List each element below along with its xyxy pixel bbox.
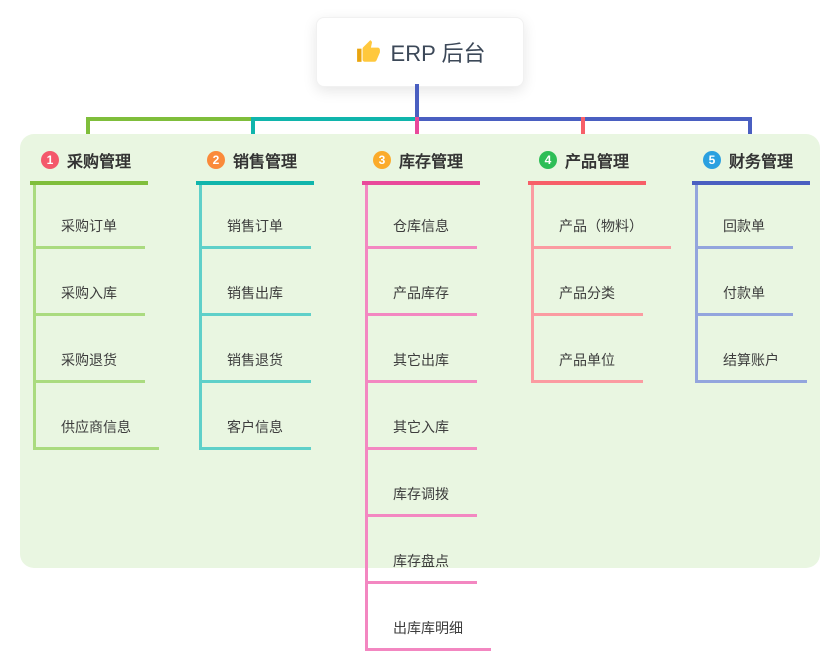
branch-product: 4 产品管理 产品（物料） 产品分类 产品单位 xyxy=(528,148,671,383)
branch-children: 采购订单 采购入库 采购退货 供应商信息 xyxy=(33,185,159,450)
child-node[interactable]: 客户信息 xyxy=(202,383,311,450)
branch-node-inventory[interactable]: 3 库存管理 xyxy=(362,148,480,185)
branch-badge: 1 xyxy=(41,151,59,169)
root-node-erp[interactable]: ERP 后台 xyxy=(316,17,524,87)
child-node[interactable]: 产品分类 xyxy=(534,249,643,316)
branch-label: 采购管理 xyxy=(67,154,132,171)
root-node-label: ERP 后台 xyxy=(390,41,486,66)
branch-badge: 2 xyxy=(207,151,225,169)
branch-node-sales[interactable]: 2 销售管理 xyxy=(196,148,314,185)
branch-node-product[interactable]: 4 产品管理 xyxy=(528,148,646,185)
branch-label: 产品管理 xyxy=(565,154,630,171)
branch-finance: 5 财务管理 回款单 付款单 结算账户 xyxy=(692,148,810,383)
child-node[interactable]: 其它入库 xyxy=(368,383,477,450)
child-node[interactable]: 采购订单 xyxy=(36,185,145,249)
connector-root-stem xyxy=(415,84,419,119)
branch-purchase: 1 采购管理 采购订单 采购入库 采购退货 供应商信息 xyxy=(30,148,159,450)
branch-node-finance[interactable]: 5 财务管理 xyxy=(692,148,810,185)
child-node[interactable]: 产品（物料） xyxy=(534,185,671,249)
child-node[interactable]: 销售退货 xyxy=(202,316,311,383)
branch-inventory: 3 库存管理 仓库信息 产品库存 其它出库 其它入库 库存调拨 库存盘点 出库库… xyxy=(362,148,491,651)
branches-panel xyxy=(20,134,820,568)
branch-sales: 2 销售管理 销售订单 销售出库 销售退货 客户信息 xyxy=(196,148,314,450)
mindmap-canvas: ERP 后台 1 采购管理 采购订单 采购入库 采购退货 供应商信息 2 销售管… xyxy=(20,17,820,651)
child-node[interactable]: 回款单 xyxy=(698,185,793,249)
child-node[interactable]: 供应商信息 xyxy=(36,383,159,450)
child-node[interactable]: 销售出库 xyxy=(202,249,311,316)
branch-label: 财务管理 xyxy=(729,154,794,171)
branch-badge: 4 xyxy=(539,151,557,169)
child-node[interactable]: 采购入库 xyxy=(36,249,145,316)
branch-label: 销售管理 xyxy=(233,154,298,171)
child-node[interactable]: 结算账户 xyxy=(698,316,807,383)
child-node[interactable]: 产品库存 xyxy=(368,249,477,316)
branch-badge: 5 xyxy=(703,151,721,169)
child-node[interactable]: 仓库信息 xyxy=(368,185,477,249)
child-node[interactable]: 库存盘点 xyxy=(368,517,477,584)
connector-drop-product xyxy=(581,117,585,147)
child-node[interactable]: 出库库明细 xyxy=(368,584,491,651)
branch-label: 库存管理 xyxy=(399,154,464,171)
branch-badge: 3 xyxy=(373,151,391,169)
thumbs-up-icon xyxy=(355,39,381,65)
child-node[interactable]: 产品单位 xyxy=(534,316,643,383)
child-node[interactable]: 付款单 xyxy=(698,249,793,316)
branch-node-purchase[interactable]: 1 采购管理 xyxy=(30,148,148,185)
child-node[interactable]: 库存调拨 xyxy=(368,450,477,517)
branch-children: 产品（物料） 产品分类 产品单位 xyxy=(531,185,671,383)
connector-h-purchase xyxy=(86,117,255,121)
child-node[interactable]: 销售订单 xyxy=(202,185,311,249)
child-node[interactable]: 其它出库 xyxy=(368,316,477,383)
connector-h-sales xyxy=(253,117,419,121)
child-node[interactable]: 采购退货 xyxy=(36,316,145,383)
branch-children: 仓库信息 产品库存 其它出库 其它入库 库存调拨 库存盘点 出库库明细 xyxy=(365,185,491,651)
branch-children: 销售订单 销售出库 销售退货 客户信息 xyxy=(199,185,311,450)
branch-children: 回款单 付款单 结算账户 xyxy=(695,185,807,383)
